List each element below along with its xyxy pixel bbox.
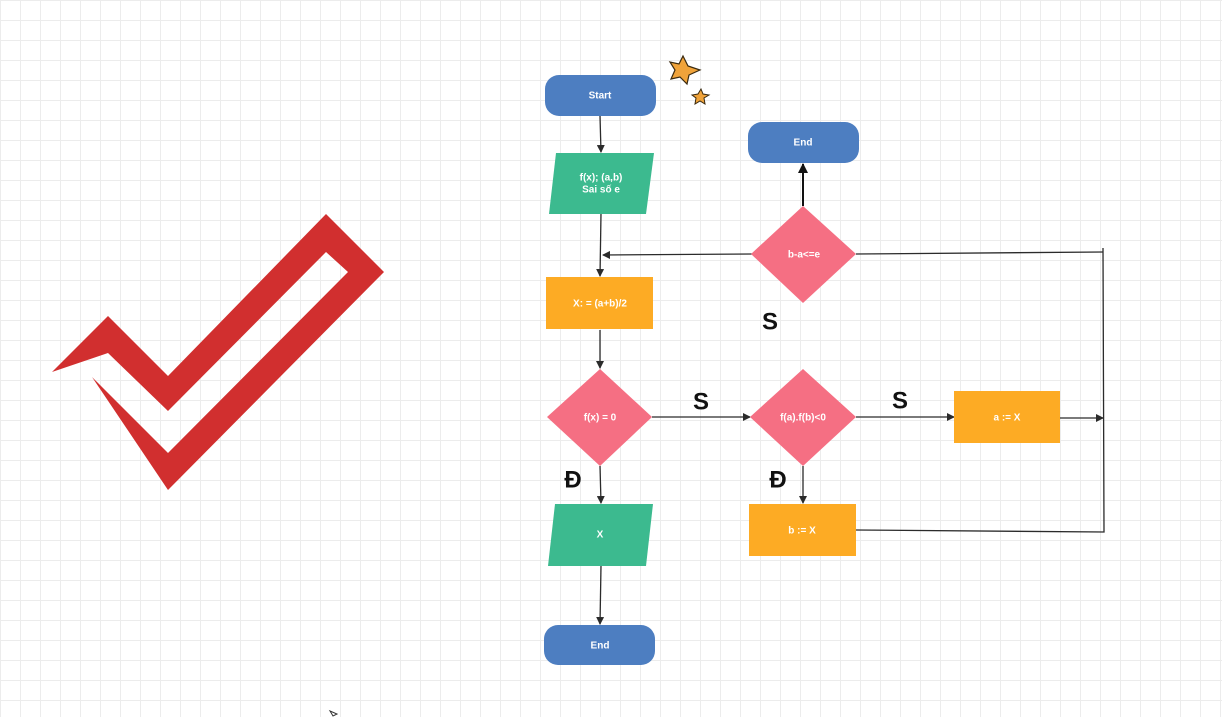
- end-top-label: End: [794, 138, 813, 149]
- output-x-node[interactable]: X: [548, 504, 653, 566]
- edge-start-to-input: [596, 115, 605, 153]
- input-label-line1: f(x); (a,b): [580, 173, 623, 184]
- check-fx-decision[interactable]: f(x) = 0: [547, 369, 652, 466]
- check-error-label: b-a<=e: [788, 250, 821, 261]
- fx-yes-label: Đ: [564, 466, 581, 493]
- edge-b-to-loop: [855, 247, 1105, 533]
- assign-a-node[interactable]: a := X: [954, 391, 1060, 443]
- sign-no-label: S: [892, 387, 908, 414]
- compute-x-label: X: = (a+b)/2: [573, 299, 627, 310]
- output-x-label: X: [597, 530, 604, 541]
- assign-b-label: b := X: [788, 526, 816, 537]
- check-sign-decision[interactable]: f(a).f(b)<0: [750, 369, 856, 466]
- star-small-icon: [690, 87, 711, 105]
- star-large-icon: [668, 54, 702, 86]
- edge-output-to-end: [596, 565, 605, 625]
- checkmark-icon: [52, 214, 384, 490]
- input-node[interactable]: f(x); (a,b) Sai số e: [549, 153, 654, 214]
- edge-error-to-compute: [602, 250, 753, 259]
- assign-b-node[interactable]: b := X: [749, 504, 856, 556]
- edge-input-to-compute: [596, 213, 605, 277]
- check-error-decision[interactable]: b-a<=e: [751, 206, 856, 303]
- edge-loop-to-error: [855, 251, 1104, 255]
- sign-yes-label: Đ: [769, 466, 786, 493]
- check-fx-label: f(x) = 0: [584, 413, 617, 424]
- assign-a-label: a := X: [994, 413, 1021, 424]
- check-sign-label: f(a).f(b)<0: [780, 413, 826, 424]
- input-label-line2: Sai số e: [582, 184, 620, 196]
- edge-fx-to-output: [596, 465, 605, 504]
- start-node[interactable]: Start: [545, 75, 656, 116]
- end-bottom-label: End: [591, 641, 610, 652]
- fx-no-label: S: [693, 388, 709, 415]
- end-top-node[interactable]: End: [748, 122, 859, 163]
- error-no-label: S: [762, 308, 778, 335]
- compute-x-node[interactable]: X: = (a+b)/2: [546, 277, 653, 329]
- end-bottom-node[interactable]: End: [544, 625, 655, 665]
- start-label: Start: [589, 91, 612, 102]
- cursor-icon: [328, 709, 339, 717]
